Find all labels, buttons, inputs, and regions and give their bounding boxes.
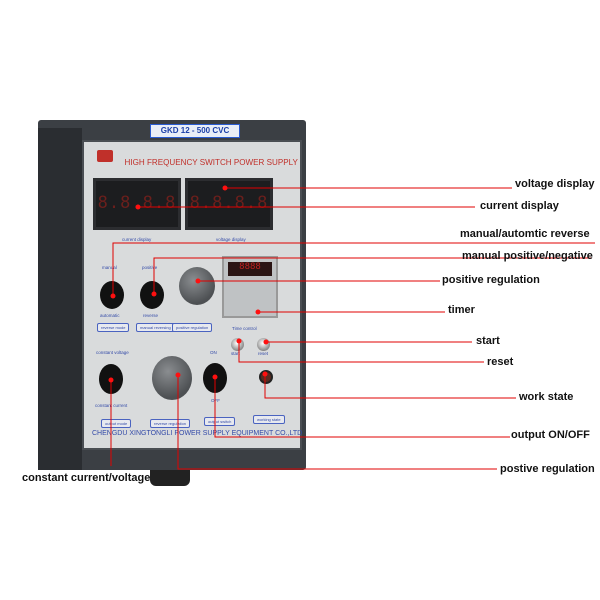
leader-work-state [264,374,516,399]
constant-voltage-label: constant voltage [96,350,129,355]
manual-label: manual [102,265,117,270]
annotation-voltage-display: voltage display [515,178,595,190]
time-control-label: Time control [232,326,257,331]
cable [150,470,190,486]
leader-manual-posneg [153,257,592,294]
annotation-start: start [476,335,500,347]
company-name: CHENGDU XINGTONGLI POWER SUPPLY EQUIPMEN… [92,430,303,437]
annotation-current-display: current display [480,200,559,212]
annotation-work-state: work state [519,391,574,403]
output-mode-tag: output mode [101,419,132,428]
leader-postive-regulation [177,375,497,470]
annotation-constant-current-voltage: constant current/voltage [22,472,151,484]
reset-label: reset [258,351,269,356]
annotation-timer: timer [448,304,475,316]
timer-display: 8888 [228,262,272,276]
work-state-lamp [259,370,273,384]
housing-side [38,128,82,470]
on-label: ON [210,350,217,355]
working-state-tag: working state [253,415,285,424]
current-display: 8.8.8.8 [93,178,181,230]
leader-output-on-off [214,377,510,438]
voltage-display-caption: voltage display [216,237,246,242]
timer-unit[interactable]: 8888 [222,256,278,318]
positive-regulation-knob[interactable] [179,267,215,305]
reverse-regulation-knob[interactable] [152,356,192,400]
automatic-label: automatic [100,313,120,318]
reverse-mode-tag: reverse mode [97,323,130,332]
model-label: GKD 12 - 500 CVC [150,124,240,138]
annotation-positive-regulation: positive regulation [442,274,540,286]
positive-regulation-tag: positive regulation [172,323,213,332]
annotation-reset: reset [487,356,514,368]
output-switch-tag: output switch [204,417,236,426]
current-display-caption: current display [122,237,152,242]
company-logo [97,150,113,162]
leader-reset [238,341,484,363]
reverse-label: reverse [143,313,159,318]
positive-label: positive [142,265,158,270]
annotation-postive-regulation: postive regulation [500,463,595,475]
annotation-manual-automatic-reverse: manual/automtic reverse [460,228,590,240]
annotation-output-on-off: output ON/OFF [511,429,590,441]
leader-manual-auto [112,242,595,296]
reverse-regulation-tag: reverse regulation [150,419,191,428]
voltage-display: 8.8.8.8 [185,178,273,230]
annotation-manual-positive-negative: manual positive/negative [462,250,593,262]
panel-title: HIGH FREQUENCY SWITCH POWER SUPPLY [124,157,298,167]
start-label: start [231,351,240,356]
